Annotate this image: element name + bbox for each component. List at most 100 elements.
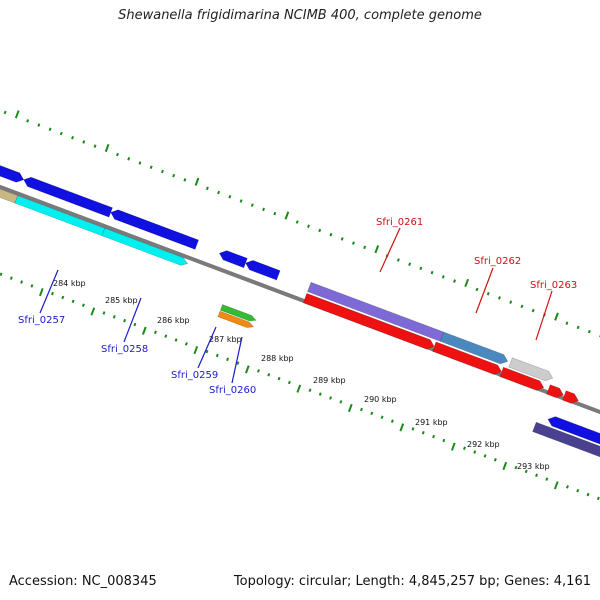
gene-feature [499,366,545,391]
inner-tick [450,442,456,451]
outer-tick [37,123,41,127]
gene-leader-line [535,290,553,341]
outer-tick [183,178,187,182]
gene-feature [218,250,248,269]
inner-tick [296,384,302,393]
outer-tick [82,140,86,144]
outer-tick [71,135,75,140]
inner-tick [545,477,549,481]
inner-tick [30,284,34,288]
inner-tick [277,376,281,381]
inner-tick [432,434,436,439]
gene-label-sfri-0259: Sfri_0259 [171,370,218,381]
outer-tick [172,173,176,178]
accession-text: Accession: NC_008345 [9,574,157,589]
inner-tick [399,423,405,432]
outer-tick [160,169,164,174]
outer-tick [318,228,322,233]
gene-feature [302,293,435,350]
gene-feature-sfri-0263 [508,357,554,382]
inner-tick [102,311,106,315]
outer-tick [3,110,7,115]
inner-tick [205,349,209,354]
inner-tick [215,353,219,358]
inner-tick [226,357,230,362]
inner-tick [123,318,127,323]
outer-tick [307,224,310,229]
inner-tick [51,291,54,296]
gene-feature [245,260,281,281]
gene-label-sfri-0263: Sfri_0263 [530,280,577,291]
inner-tick [112,315,116,319]
inner-tick [71,299,75,304]
gene-leader-line [197,326,217,369]
tick-label: 287 kbp [209,335,242,344]
inner-tick [462,446,466,450]
gene-feature [0,165,25,183]
inner-tick [596,496,600,501]
tick-label: 286 kbp [157,316,190,325]
outer-tick [329,232,333,237]
genome-backbone [0,184,600,415]
inner-tick [267,373,271,377]
outer-tick [419,266,423,271]
tick-label: 288 kbp [261,354,294,363]
outer-tick [116,152,119,157]
outer-tick [14,110,20,119]
inner-tick [244,365,250,374]
outer-tick [509,300,513,304]
inner-tick [553,481,559,490]
inner-tick [164,334,168,338]
tick-label: 289 kbp [313,376,346,385]
inner-tick [236,361,240,365]
gene-feature [562,390,579,404]
gene-feature-sfri-0262 [440,331,509,365]
inner-tick [193,345,199,355]
outer-tick [576,325,580,330]
outer-tick-ring [3,110,600,338]
outer-tick [464,278,469,288]
gene-feature [432,341,503,375]
inner-tick [287,380,291,385]
inner-tick [524,469,528,474]
gene-feature-sfri-0259 [220,304,257,322]
inner-tick [329,396,333,400]
outer-tick [205,186,209,191]
outer-tick [59,131,63,136]
inner-tick-ring [0,272,600,501]
gene-leader-line [475,267,494,314]
inner-tick [90,307,96,316]
gene-label-sfri-0258: Sfri_0258 [101,344,148,355]
inner-tick [586,492,590,497]
outer-tick [554,312,559,321]
outer-tick [104,143,110,153]
outer-tick [239,199,243,203]
inner-tick [339,400,343,404]
gene-leader-line [123,297,142,343]
outer-tick [273,211,277,216]
inner-tick [360,407,363,412]
outer-tick [262,207,266,212]
gene-features [0,165,600,458]
tick-label: 284 kbp [53,279,86,288]
topology-text: Topology: circular; Length: 4,845,257 bp… [233,574,591,589]
outer-tick [475,287,479,292]
outer-tick [441,275,445,279]
inner-tick [576,488,580,493]
outer-tick [194,177,200,186]
inner-tick [421,430,425,435]
gene-feature [110,209,199,250]
gene-label-sfri-0262: Sfri_0262 [474,256,521,267]
inner-tick [0,272,3,277]
inner-tick [9,276,13,280]
outer-tick [149,165,153,169]
outer-tick [486,291,490,296]
gene-feature [532,421,600,458]
inner-tick [514,465,518,470]
gene-label-lines [39,227,553,384]
inner-tick [502,461,508,471]
outer-tick [565,321,569,325]
outer-tick [374,245,380,254]
gene-feature [546,384,564,398]
